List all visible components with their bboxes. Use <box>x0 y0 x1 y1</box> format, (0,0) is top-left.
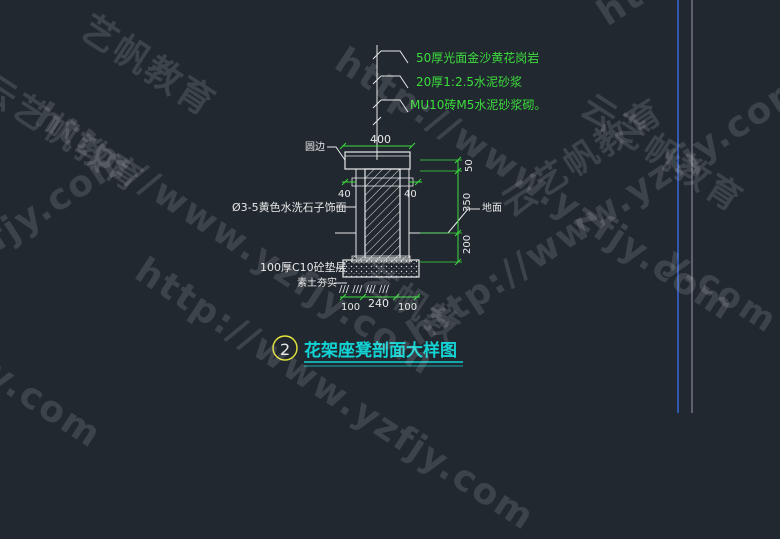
leader-tick <box>372 99 382 109</box>
callout-ground-leader <box>447 208 480 234</box>
leader-tick <box>372 116 382 126</box>
dim-right-recess: 40 <box>404 189 417 200</box>
callout-edge-leader <box>327 146 346 161</box>
section-drawing: 50厚光面金沙黄花岗岩 20厚1:2.5水泥砂浆 MU10砖M5水泥砂浆砌。 4… <box>232 0 693 413</box>
dim-base-mid: 240 <box>368 297 389 310</box>
callout-layer3-label: MU10砖M5水泥砂浆砌。 <box>410 97 546 112</box>
dim-top-width: 400 <box>370 133 391 146</box>
bench-core-brick <box>364 168 401 259</box>
footing-brick <box>351 255 411 263</box>
dim-base-left: 100 <box>341 302 360 313</box>
dim-top-band: 50 <box>464 159 475 172</box>
dim-tick <box>408 142 416 150</box>
dim-lower-height: 200 <box>462 235 473 254</box>
drawing-title: 花架座凳剖面大样图 <box>304 340 457 361</box>
dim-left-recess: 40 <box>338 189 351 200</box>
callout-leader-3 <box>381 99 409 113</box>
leader-tick <box>372 75 382 85</box>
dim-tick <box>454 156 462 164</box>
callout-leader-1 <box>381 50 409 64</box>
callout-ground-label: 地面 <box>482 201 502 214</box>
dim-tick <box>454 258 462 266</box>
callout-layer1-label: 50厚光面金沙黄花岗岩 <box>416 50 539 65</box>
callout-finish-label: Ø3-5黄色水洗石子饰面 <box>232 200 347 214</box>
dim-tick <box>339 293 347 301</box>
dim-tick <box>339 142 347 150</box>
compacted-soil-symbol: /// /// /// /// <box>339 284 390 295</box>
dim-tick <box>454 229 462 237</box>
dim-tick <box>341 178 349 186</box>
dim-tick <box>392 293 400 301</box>
detail-number-circle <box>272 335 298 361</box>
dim-tick <box>454 167 462 175</box>
callout-cushion-label: 100厚C10砼垫层 <box>260 260 347 274</box>
dim-tick <box>414 178 422 186</box>
dim-tick <box>359 293 367 301</box>
callout-edge-label: 圆边 <box>305 141 325 153</box>
leader-tick <box>372 50 382 60</box>
dim-upper-height: 350 <box>462 193 473 212</box>
dim-base-right: 100 <box>398 302 417 313</box>
concrete-cushion-layer <box>342 259 420 278</box>
callout-leader-2 <box>381 75 409 89</box>
detail-number: 2 <box>280 340 290 359</box>
dim-tick <box>413 293 421 301</box>
callout-layer2-label: 20厚1:2.5水泥砂浆 <box>416 74 522 89</box>
callout-soil-label: 素土夯实 <box>297 276 337 289</box>
